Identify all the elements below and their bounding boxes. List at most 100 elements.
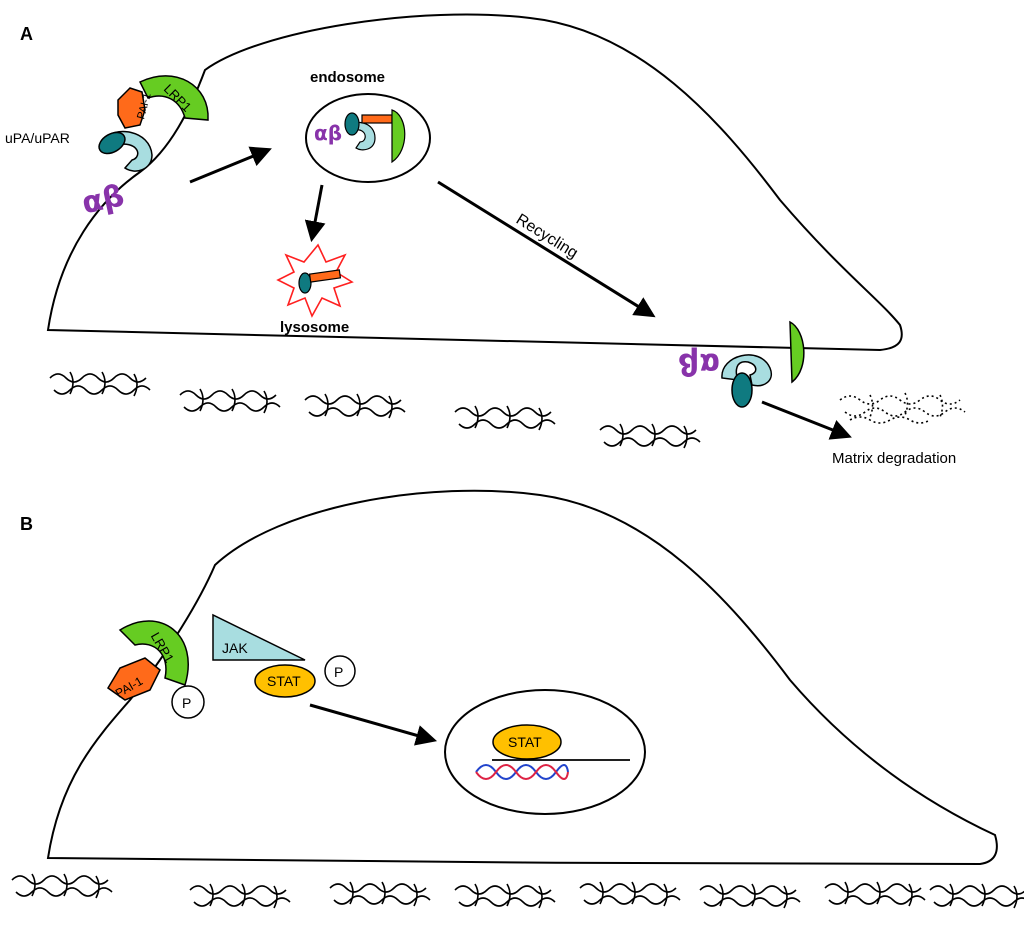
- collagen-fiber: [49, 373, 147, 383]
- upa-ligand: [98, 131, 126, 155]
- surface-complex-recycled: αβ: [678, 320, 805, 408]
- degradation-arrow: [304, 184, 326, 243]
- lrp1-phospho-circle: [171, 685, 205, 719]
- matrix-degradation-label: Matrix degradation: [832, 450, 956, 467]
- lysosome-label: lysosome: [280, 319, 349, 336]
- collagen-fiber: [231, 388, 236, 412]
- collagen-fiber: [663, 883, 668, 907]
- collagen-fiber: [949, 883, 954, 907]
- internalization-arrow: [189, 146, 272, 184]
- collagen-fiber: [683, 425, 688, 449]
- panel-a-letter: A: [20, 24, 33, 44]
- collagen-fiber: [458, 419, 556, 429]
- collagen-fiber: [63, 873, 68, 897]
- collagen-fiber: [308, 407, 406, 417]
- collagen-fiber: [95, 875, 100, 899]
- collagen-fiber: [933, 897, 1024, 907]
- collagen-fiber: [454, 407, 552, 417]
- recycling-arrow: [437, 180, 656, 318]
- stat-protein: [254, 664, 316, 698]
- collagen-fiber: [506, 883, 511, 907]
- collagen-fiber: [199, 388, 204, 412]
- collagen-fiber: [599, 881, 604, 905]
- collagen-fiber: [538, 407, 543, 431]
- collagen-fiber: [929, 885, 1024, 895]
- collagen-fiber: [603, 437, 701, 447]
- lysosome-upa: [298, 272, 312, 294]
- collagen-fiber: [356, 393, 361, 417]
- panel-b-letter: B: [20, 514, 33, 534]
- collagen-fiber: [349, 881, 354, 905]
- collagen-fiber: [133, 373, 138, 397]
- lrp1-phospho-label: P: [182, 695, 191, 711]
- collagen-fiber: [631, 881, 636, 905]
- collagen-fiber: [333, 895, 431, 905]
- stat-phospho-label: P: [334, 664, 343, 680]
- pai1-inhibitor: [117, 87, 146, 129]
- collagen-fiber: [101, 371, 106, 395]
- lysosome: lysosome: [276, 243, 354, 336]
- collagen-fiber: [506, 405, 511, 429]
- collagen-fiber: [273, 885, 278, 909]
- endosome: endosome αβ: [305, 69, 431, 183]
- collagen-fiber: [193, 897, 291, 907]
- collagen-fiber: [844, 881, 849, 905]
- collagen-fiber: [381, 881, 386, 905]
- jak-label: JAK: [222, 640, 248, 656]
- collagen-fiber: [619, 423, 624, 447]
- cell-outline-a: [46, 13, 903, 352]
- collagen-fiber: [324, 393, 329, 417]
- dna-strand-red: [475, 764, 569, 780]
- collagen-fiber: [824, 883, 922, 893]
- collagen-fiber: [981, 883, 986, 907]
- collagen-fiber: [183, 402, 281, 412]
- lysosome-pai1: [308, 269, 342, 283]
- collagen-fiber: [53, 385, 151, 395]
- collagen-fiber: [751, 883, 756, 907]
- collagen-fiber: [876, 881, 881, 905]
- recycled-integrin-label: αβ: [678, 346, 720, 381]
- nuclear-stat-label: STAT: [508, 734, 542, 750]
- collagen-fiber: [474, 405, 479, 429]
- collagen-fiber: [579, 883, 677, 893]
- collagen-fiber: [583, 895, 681, 905]
- collagen-fiber: [828, 895, 926, 905]
- jak-kinase: [212, 613, 306, 661]
- collagen-fiber: [241, 883, 246, 907]
- collagen-fiber: [538, 885, 543, 909]
- collagen-fiber: [783, 885, 788, 909]
- endosome-lrp1: [391, 109, 406, 164]
- collagen-fiber: [69, 371, 74, 395]
- integrin-label: αβ: [79, 178, 127, 221]
- collagen-fiber: [11, 875, 109, 885]
- collagen-fiber: [908, 883, 913, 907]
- collagen-fiber: [15, 887, 113, 897]
- endosome-integrin-label: αβ: [314, 121, 342, 145]
- panel-a: A LRP1 PAI-1 uPA/uPAR αβ: [5, 13, 966, 467]
- collagen-fiber: [388, 395, 393, 419]
- collagen-fiber: [719, 883, 724, 907]
- panel-b: B LRP1 PAI-1 P JAK STAT P STAT: [11, 489, 1024, 909]
- collagen-fiber: [179, 390, 277, 400]
- collagen-fiber: [31, 873, 36, 897]
- extracellular-matrix-a: [49, 371, 701, 449]
- stat-label: STAT: [267, 673, 301, 689]
- collagen-fiber: [454, 885, 552, 895]
- recycled-upa: [731, 372, 753, 408]
- extracellular-matrix-b: [11, 873, 1024, 909]
- surface-complex-left: LRP1 PAI-1 uPA/uPAR αβ: [5, 75, 209, 221]
- collagen-fiber: [651, 423, 656, 447]
- cell-outline-b: [46, 489, 998, 866]
- collagen-fiber: [1013, 885, 1018, 909]
- collagen-fiber: [263, 390, 268, 414]
- upa-upar-label: uPA/uPAR: [5, 130, 70, 146]
- collagen-fiber: [189, 885, 287, 895]
- nuclear-translocation-arrow: [309, 703, 438, 746]
- lrp1-receptor-b: [118, 620, 189, 686]
- nuclear-stat: [492, 724, 562, 760]
- degraded-matrix: [839, 392, 966, 424]
- collagen-fiber: [458, 897, 556, 907]
- matrix-degradation-arrow: [761, 400, 852, 440]
- endosome-pai1: [361, 114, 393, 124]
